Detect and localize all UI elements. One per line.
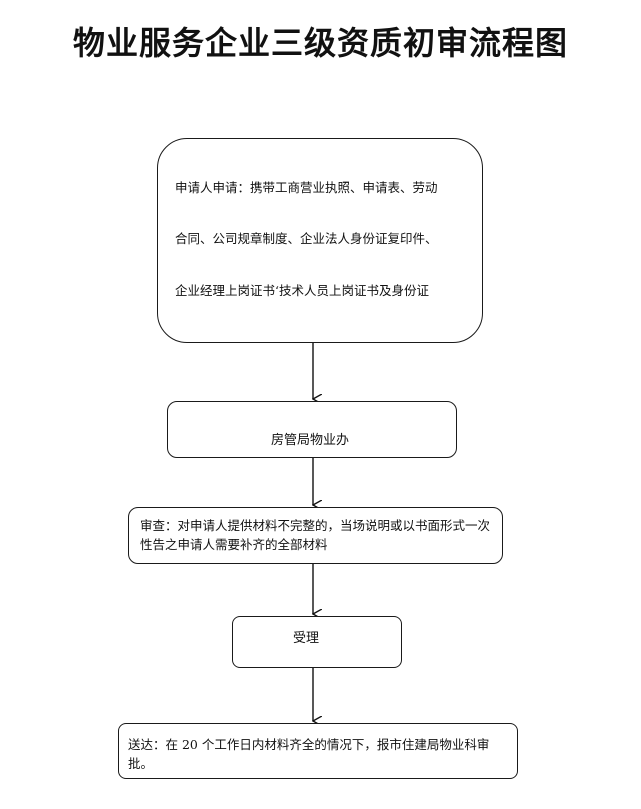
step-review-box: 审查：对申请人提供材料不完整的，当场说明或以书面形式一次性告之申请人需要补齐的全… xyxy=(128,507,503,564)
step-review-label: 审查：对申请人提供材料不完整的，当场说明或以书面形式一次性告之申请人需要补齐的全… xyxy=(140,518,491,552)
step-submit-box: 送达：在 20 个工作日内材料齐全的情况下，报市住建局物业科审批。 xyxy=(118,723,518,779)
step-accept-label: 受理 xyxy=(293,631,320,646)
step-apply-line-1: 申请人申请：携带工商营业执照、申请表、劳动 xyxy=(175,180,438,195)
step-apply-box: 申请人申请：携带工商营业执照、申请表、劳动 合同、公司规章制度、企业法人身份证复… xyxy=(157,138,483,343)
step-apply-line-3: 企业经理上岗证书‘技术人员上岗证书及身份证 xyxy=(175,283,429,298)
step-accept-box: 受理 xyxy=(232,616,402,668)
step-apply-line-2: 合同、公司规章制度、企业法人身份证复印件、 xyxy=(175,231,438,246)
page-title: 物业服务企业三级资质初审流程图 xyxy=(72,24,568,62)
step-office-box: 房管局物业办 xyxy=(167,401,457,458)
step-office-label: 房管局物业办 xyxy=(271,433,350,448)
step-submit-label: 送达：在 20 个工作日内材料齐全的情况下，报市住建局物业科审批。 xyxy=(128,737,490,771)
